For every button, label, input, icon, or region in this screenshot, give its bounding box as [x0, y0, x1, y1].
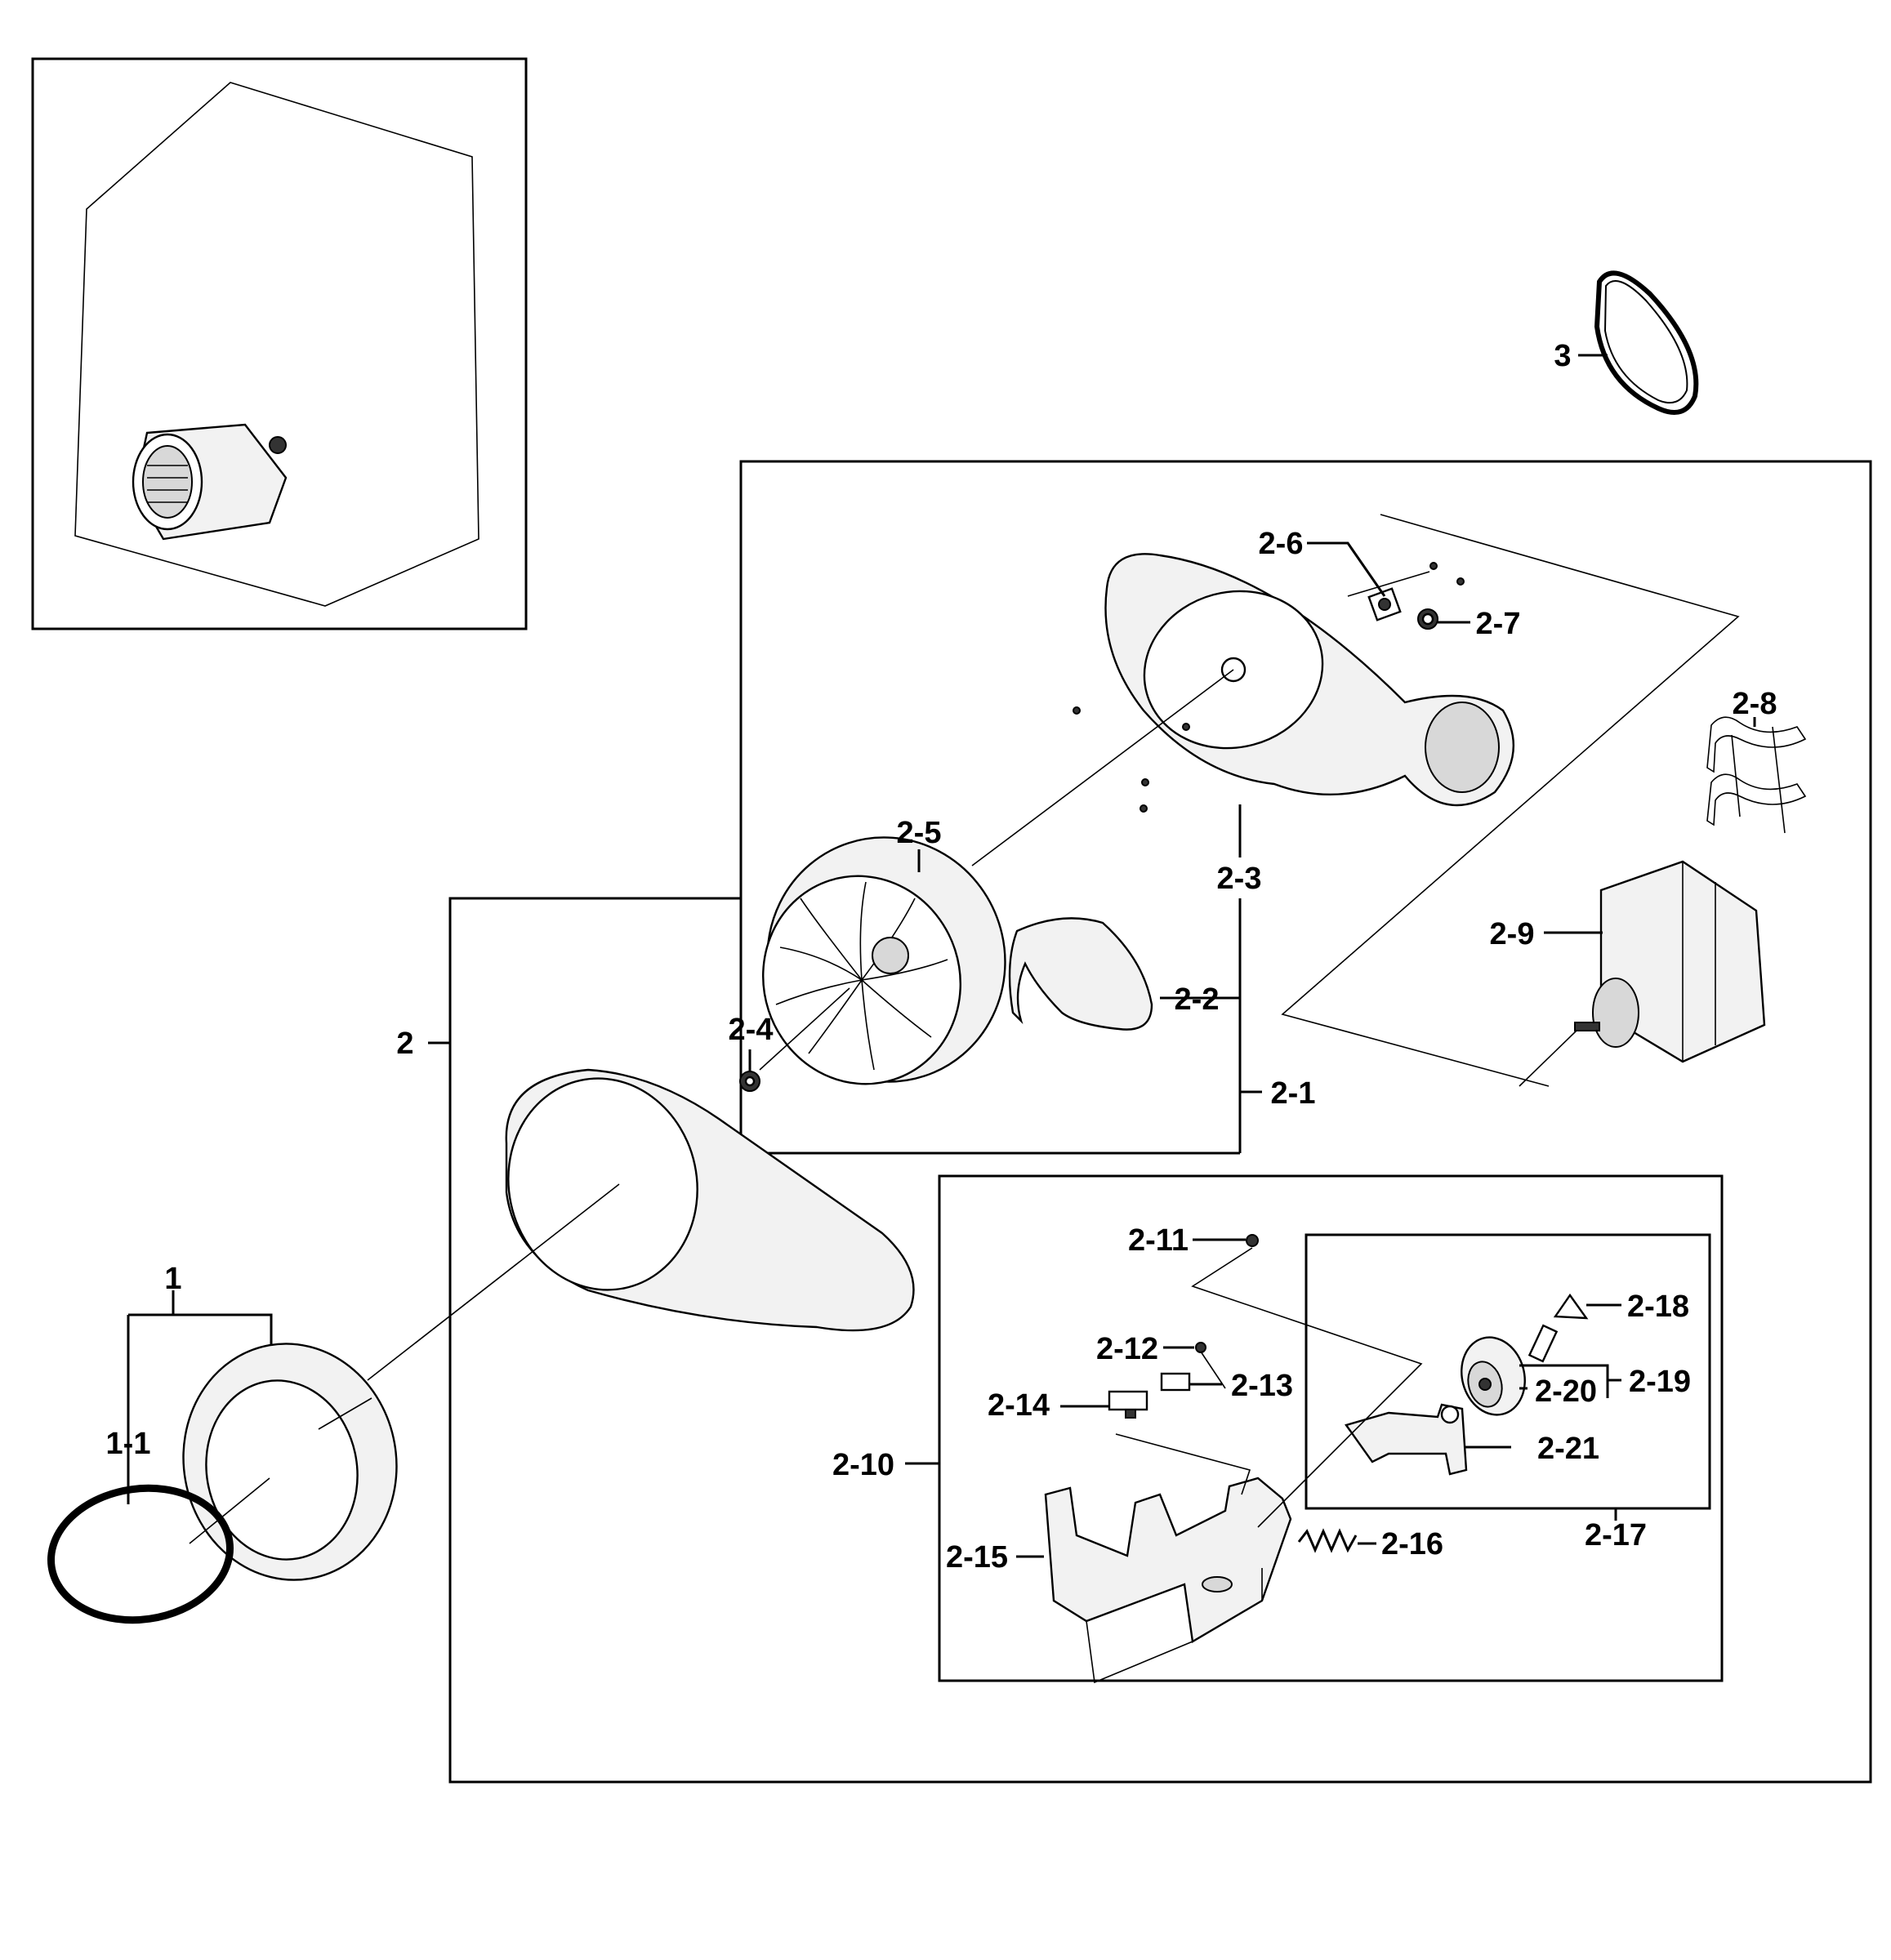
label-part-2-15: 2-15 — [946, 1540, 1008, 1575]
impeller-2-5 — [762, 836, 1006, 1085]
label-part-2-2: 2-2 — [1175, 982, 1220, 1017]
shaft-2-20-pin — [1528, 1324, 1559, 1363]
label-part-2-8: 2-8 — [1733, 687, 1777, 721]
leader-lines — [127, 354, 1756, 1558]
label-part-2-11: 2-11 — [1128, 1223, 1189, 1258]
label-part-2-21: 2-21 — [1537, 1432, 1599, 1466]
blower-housing-front — [505, 1068, 915, 1332]
label-part-2-6: 2-6 — [1259, 527, 1304, 561]
label-part-3: 3 — [1554, 339, 1571, 373]
label-part-2-4: 2-4 — [729, 1013, 774, 1047]
part-2-13 — [1160, 1372, 1191, 1392]
label-part-2-20: 2-20 — [1535, 1374, 1597, 1409]
part-2-12 — [1195, 1342, 1206, 1353]
part-2-7 — [1417, 608, 1438, 630]
label-part-2-19: 2-19 — [1629, 1365, 1691, 1399]
idler-arm-2-21 — [1345, 1403, 1468, 1476]
blower-housing-rear-2-3 — [1104, 553, 1515, 807]
inset-overview — [31, 57, 528, 630]
label-part-2-1: 2-1 — [1271, 1076, 1316, 1111]
label-part-2-13: 2-13 — [1231, 1369, 1293, 1403]
part-2-6 — [1367, 587, 1402, 621]
motor-group-outline — [1281, 514, 1740, 1087]
label-part-2-18: 2-18 — [1627, 1290, 1689, 1324]
part-2-2-duct — [1008, 917, 1153, 1031]
part-2-14 — [1108, 1390, 1148, 1419]
belt-part-3 — [1594, 270, 1699, 415]
assembly-2-17-frame — [1305, 1233, 1711, 1510]
motor-clips-2-8 — [1706, 716, 1807, 834]
bracket-2-15 — [1044, 1477, 1292, 1684]
inset-frame — [31, 57, 528, 630]
explosion-lines — [189, 571, 1577, 1544]
label-part-1-1: 1-1 — [106, 1427, 151, 1461]
spring-2-16 — [1297, 1528, 1358, 1553]
screws-housing — [1073, 562, 1465, 813]
label-part-2-3: 2-3 — [1217, 862, 1262, 896]
motor-2-9 — [1574, 860, 1766, 1063]
label-part-2: 2 — [396, 1027, 413, 1061]
label-part-2-14: 2-14 — [988, 1388, 1050, 1423]
nut-2-4 — [739, 1071, 760, 1092]
label-part-2-9: 2-9 — [1490, 917, 1535, 951]
label-part-2-16: 2-16 — [1381, 1527, 1443, 1561]
assembly-2-10-frame — [938, 1174, 1724, 1682]
dryer-cabinet-outline — [74, 82, 479, 607]
label-part-2-5: 2-5 — [897, 816, 942, 850]
part-labels: 1 1-1 2 2-1 2-2 2-3 2-4 2-5 2-6 2-7 2-8 … — [106, 339, 1777, 1575]
label-part-2-17: 2-17 — [1585, 1518, 1647, 1552]
label-part-2-12: 2-12 — [1096, 1332, 1158, 1366]
label-part-2-7: 2-7 — [1476, 607, 1521, 641]
front-duct-1 — [182, 1343, 398, 1581]
screw-2-11 — [1246, 1234, 1259, 1247]
seal-ring-1-1 — [47, 1484, 234, 1624]
label-part-1: 1 — [164, 1262, 181, 1296]
cap-2-18 — [1553, 1293, 1589, 1320]
idler-pulley-2-19 — [1461, 1336, 1526, 1416]
label-part-2-10: 2-10 — [832, 1448, 894, 1482]
inset-blower-assembly — [132, 423, 288, 541]
